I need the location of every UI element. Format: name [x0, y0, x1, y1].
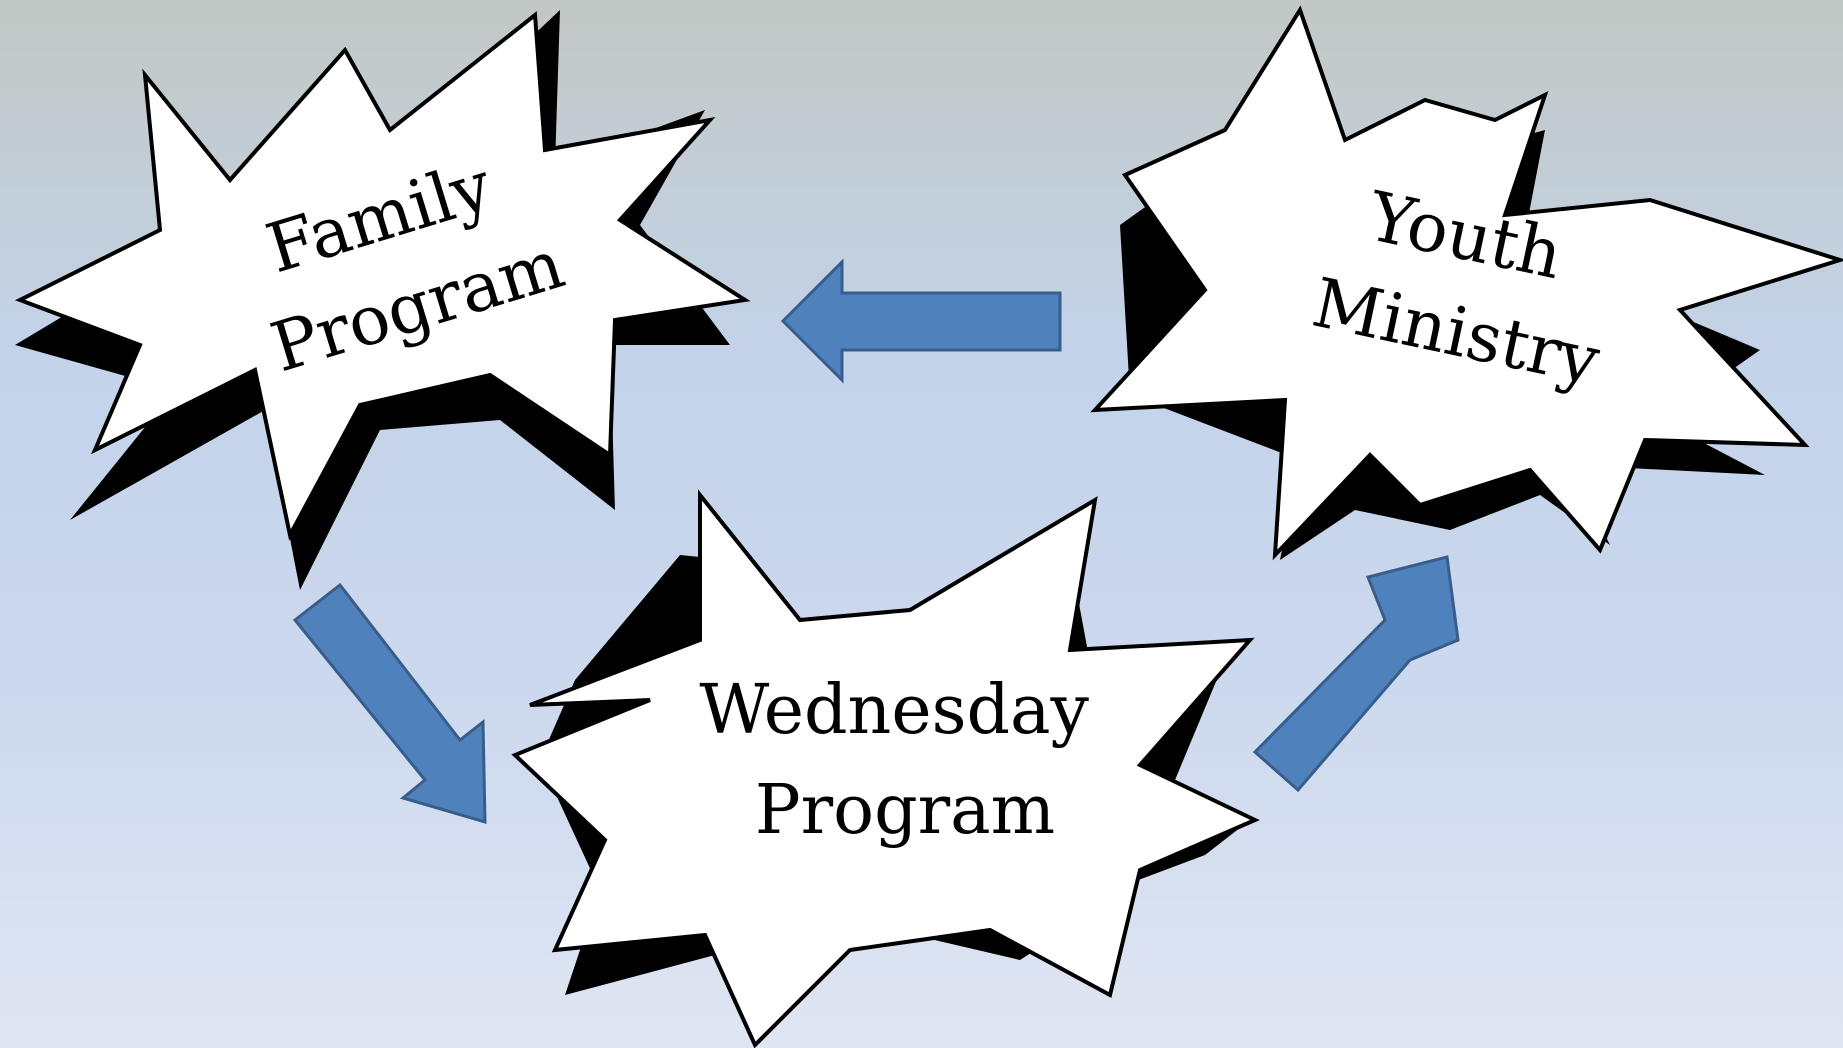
burst-youth-ministry: Youth Ministry — [1090, 5, 1843, 561]
burst-wednesday-label: Wednesday Program — [699, 671, 1110, 850]
burst-wednesday-line2: Program — [755, 771, 1055, 850]
burst-wednesday-program: Wednesday Program — [511, 489, 1260, 1048]
arrow-family-to-wednesday — [292, 582, 487, 825]
burst-youth-outline — [1090, 5, 1843, 561]
arrow-wednesday-to-youth — [1252, 555, 1460, 793]
burst-family-program: Family Program — [15, 10, 751, 590]
burst-family-outline — [15, 11, 751, 541]
arrow-youth-to-family — [780, 258, 1062, 384]
burst-wednesday-line1: Wednesday — [699, 671, 1089, 750]
burst-wednesday-outline — [511, 489, 1260, 1048]
